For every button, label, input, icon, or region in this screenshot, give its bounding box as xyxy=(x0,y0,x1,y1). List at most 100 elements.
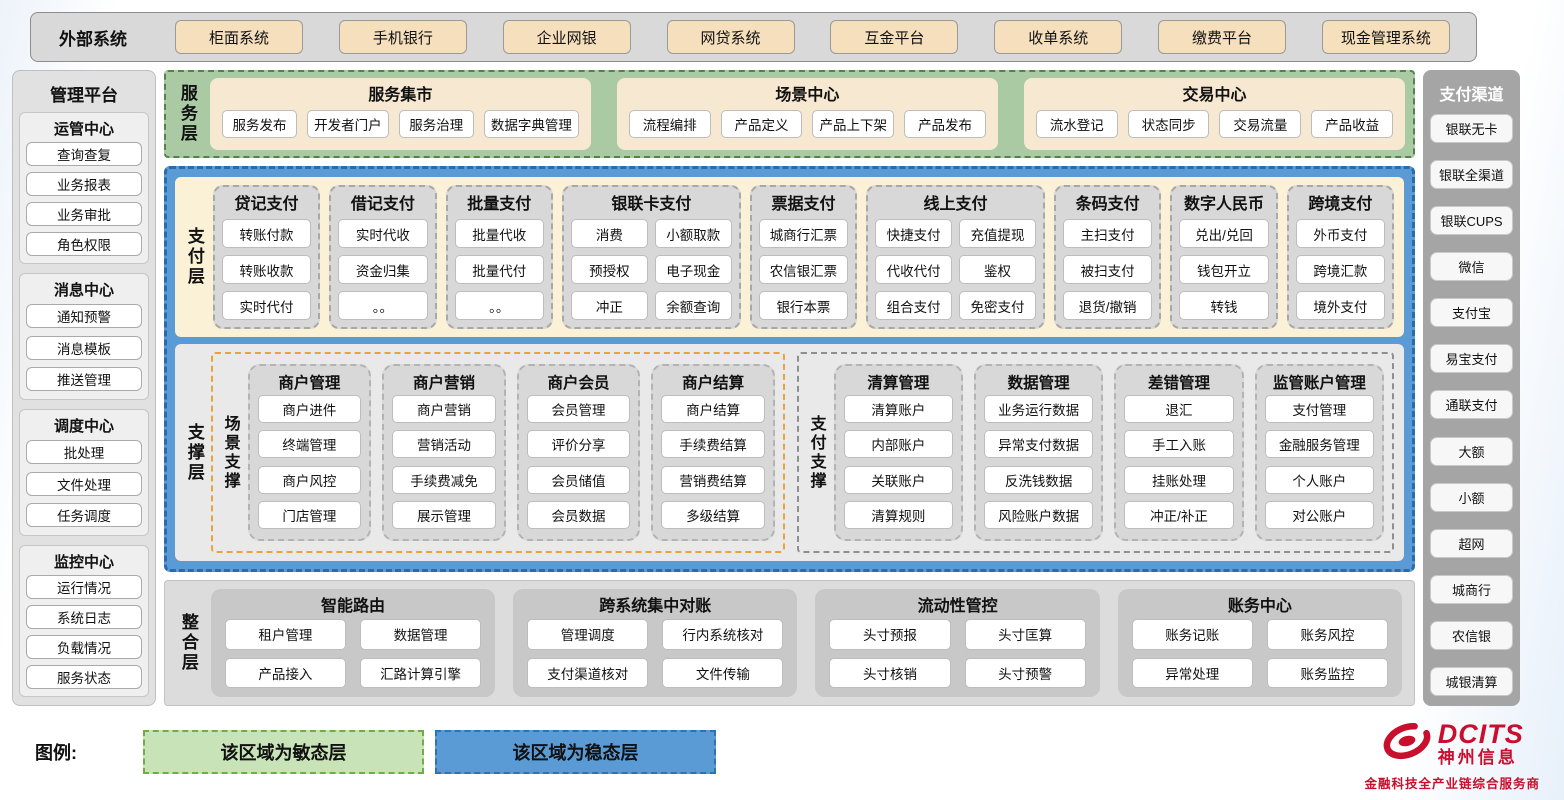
integration-item-node: 文件传输 xyxy=(662,657,784,688)
payment-item-node: 。。 xyxy=(454,291,544,320)
management-item-node: 系统日志 xyxy=(26,605,142,629)
payment-category-items: 消费小额取款预授权电子现金冲正余额查询 xyxy=(570,219,732,320)
payment-channel-node: 银联全渠道 xyxy=(1430,160,1513,190)
payment-item-node: 钱包开立 xyxy=(1179,255,1269,284)
payment-layer-label: 支付层 xyxy=(184,227,204,287)
legend-label: 图例: xyxy=(35,743,77,763)
support-group: 商户会员 会员管理评价分享会员储值会员数据 xyxy=(516,364,641,541)
integration-group-title: 跨系统集中对账 xyxy=(599,598,712,615)
integration-item-node: 管理调度 xyxy=(527,619,649,650)
support-group-title: 数据管理 xyxy=(1007,375,1070,392)
support-item-node: 业务运行数据 xyxy=(984,394,1094,423)
support-group-title: 清算管理 xyxy=(867,375,930,392)
support-item-node: 清算规则 xyxy=(843,501,953,530)
payment-category-items: 批量代收批量代付。。 xyxy=(454,219,544,320)
payment-category-title: 数字人民币 xyxy=(1184,196,1265,213)
service-center-group: 交易中心 流水登记状态同步交易流量产品收益 xyxy=(1023,78,1405,150)
management-item-node: 通知预警 xyxy=(26,304,142,329)
support-group-title: 商户结算 xyxy=(682,375,745,392)
support-item-node: 退汇 xyxy=(1124,394,1234,423)
payment-channel-node: 支付宝 xyxy=(1430,298,1513,328)
management-item-node: 业务审批 xyxy=(26,202,142,226)
integration-item-node: 产品接入 xyxy=(224,657,346,688)
support-item-node: 商户营销 xyxy=(392,394,496,423)
management-center-items: 运行情况系统日志负载情况服务状态 xyxy=(26,575,142,689)
support-group-title: 商户营销 xyxy=(412,375,475,392)
support-group: 商户管理 商户进件终端管理商户风控门店管理 xyxy=(247,364,372,541)
integration-item-node: 支付渠道核对 xyxy=(527,657,649,688)
payment-item-node: 冲正 xyxy=(570,291,648,320)
legend: 图例: 该区域为敏态层 该区域为稳态层 xyxy=(35,730,716,774)
payment-item-node: 充值提现 xyxy=(959,219,1036,248)
payment-item-node: 。。 xyxy=(338,291,428,320)
support-item-node: 营销费结算 xyxy=(661,465,765,494)
support-group-list: 清算管理 清算账户内部账户关联账户清算规则 数据管理 xyxy=(833,364,1384,541)
layers-column: 服务层 服务集市 服务发布开发者门户服务治理数据字典管理 场景中心 流程编排 xyxy=(164,70,1415,706)
payment-category-title: 线上支付 xyxy=(923,196,988,213)
support-item-node: 个人账户 xyxy=(1264,465,1374,494)
payment-layer: 支付层 贷记支付 转账付款转账收款实时代付 借记支付 xyxy=(175,177,1404,337)
diagram-body: 管理平台 运管中心 查询查复业务报表业务审批角色权限 消息中心 通知预警消息模板… xyxy=(12,70,1520,706)
integration-item-node: 汇路计算引擎 xyxy=(359,657,482,688)
integration-item-node: 账务风控 xyxy=(1266,619,1389,650)
payment-item-node: 农信银汇票 xyxy=(758,255,849,284)
payment-category-title: 贷记支付 xyxy=(234,196,299,213)
service-item-node: 产品收益 xyxy=(1311,109,1393,138)
support-group-items: 清算账户内部账户关联账户清算规则 xyxy=(843,393,953,531)
external-system-node: 收单系统 xyxy=(994,20,1123,54)
integration-group-title: 智能路由 xyxy=(320,598,385,615)
service-item-node: 流水登记 xyxy=(1035,109,1118,138)
payment-item-node: 实时代收 xyxy=(338,219,428,248)
support-section-list: 场景支撑 商户管理 商户进件终端管理商户风控门店管理 xyxy=(210,352,1394,553)
management-center-items: 查询查复业务报表业务审批角色权限 xyxy=(26,142,142,256)
payment-channel-node: 超网 xyxy=(1430,528,1513,558)
support-item-node: 评价分享 xyxy=(526,430,631,459)
service-layer: 服务层 服务集市 服务发布开发者门户服务治理数据字典管理 场景中心 流程编排 xyxy=(164,70,1415,158)
payment-item-node: 电子现金 xyxy=(654,255,732,284)
payment-category-title: 票据支付 xyxy=(771,196,836,213)
integration-group-items: 账务记账账务风控异常处理账务监控 xyxy=(1131,616,1389,688)
payment-item-node: 组合支付 xyxy=(875,291,953,320)
service-group-items: 服务发布开发者门户服务治理数据字典管理 xyxy=(221,105,579,142)
service-group-items: 流水登记状态同步交易流量产品收益 xyxy=(1035,105,1393,142)
integration-group-title: 流动性管控 xyxy=(917,598,998,615)
support-group-items: 会员管理评价分享会员储值会员数据 xyxy=(526,393,631,531)
dcits-logo: DCITS 神州信息 金融科技全产业链综合服务商 xyxy=(1364,717,1540,792)
payment-support-section: 支付支撑 清算管理 清算账户内部账户关联账户清算规则 xyxy=(796,352,1394,553)
payment-item-node: 转钱 xyxy=(1179,291,1269,320)
management-center-title: 消息中心 xyxy=(53,282,114,299)
support-section-label: 支付支撑 xyxy=(807,414,825,491)
payment-channel-node: 城银清算 xyxy=(1430,666,1513,696)
payment-item-node: 外币支付 xyxy=(1295,219,1386,248)
integration-group-items: 头寸预报头寸匡算头寸核销头寸预警 xyxy=(829,616,1086,688)
payment-item-node: 境外支付 xyxy=(1295,291,1386,320)
payment-item-node: 资金归集 xyxy=(338,255,428,284)
management-item-node: 服务状态 xyxy=(26,665,142,689)
payment-channel-node: 易宝支付 xyxy=(1430,344,1513,374)
payment-item-node: 退货/撤销 xyxy=(1062,291,1153,320)
support-item-node: 挂账处理 xyxy=(1124,465,1234,494)
service-group-title: 场景中心 xyxy=(775,87,840,104)
integration-item-node: 账务监控 xyxy=(1266,657,1389,688)
dcits-logo-texts: DCITS 神州信息 xyxy=(1438,719,1524,768)
payment-channel-node: 大额 xyxy=(1430,436,1513,466)
management-item-node: 角色权限 xyxy=(26,232,142,256)
support-group-list: 商户管理 商户进件终端管理商户风控门店管理 商户营销 xyxy=(247,364,775,541)
payment-item-node: 被扫支付 xyxy=(1062,255,1153,284)
management-item-node: 推送管理 xyxy=(26,366,142,391)
management-item-node: 运行情况 xyxy=(26,575,142,599)
payment-channel-node: 农信银 xyxy=(1430,620,1513,650)
support-item-node: 手工入账 xyxy=(1124,430,1234,459)
payment-category-group: 借记支付 实时代收资金归集。。 xyxy=(329,185,437,329)
management-item-node: 负载情况 xyxy=(26,635,142,659)
payment-category-items: 转账付款转账收款实时代付 xyxy=(221,219,312,320)
external-systems-bar: 外部系统 柜面系统手机银行企业网银网贷系统互金平台收单系统缴费平台现金管理系统 xyxy=(30,12,1477,62)
payment-channel-node: 小额 xyxy=(1430,482,1513,512)
management-item-node: 消息模板 xyxy=(26,335,142,360)
management-center-section: 调度中心 批处理文件处理任务调度 xyxy=(19,409,149,536)
service-item-node: 流程编排 xyxy=(628,109,711,138)
payment-category-title: 银联卡支付 xyxy=(611,196,692,213)
external-systems-label: 外部系统 xyxy=(59,29,127,49)
